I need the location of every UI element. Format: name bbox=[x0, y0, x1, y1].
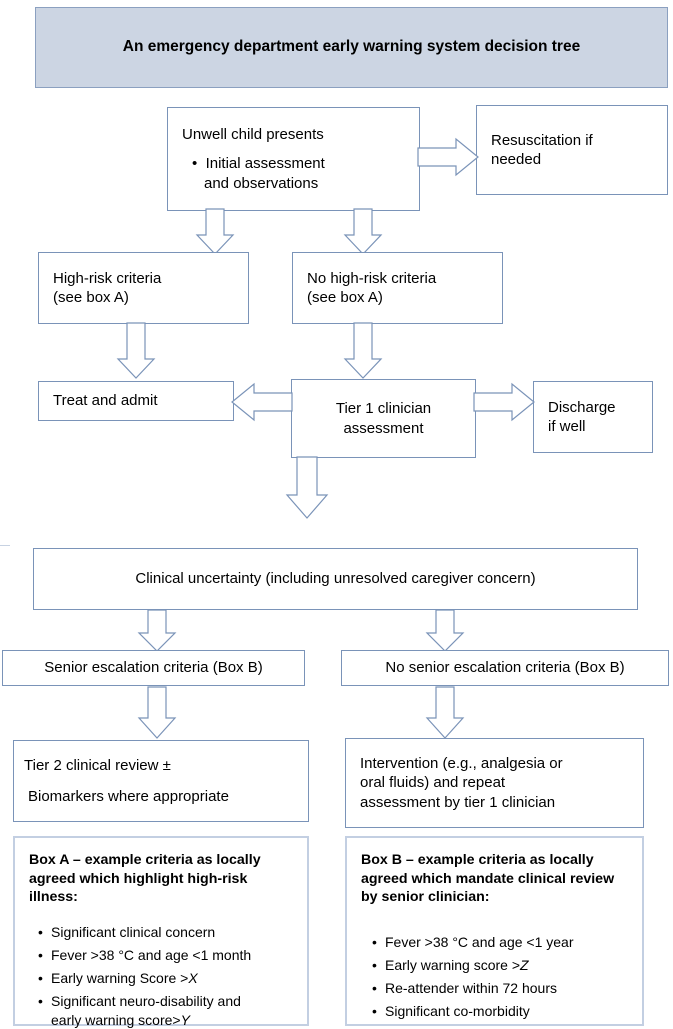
discharge-text: Discharge if well bbox=[548, 398, 616, 436]
tier2-line2: Biomarkers where appropriate bbox=[28, 788, 229, 805]
box-a-list: Significant clinical concern Fever >38 °… bbox=[29, 923, 293, 1029]
node-no-senior-escalation-criteria: No senior escalation criteria (Box B) bbox=[341, 650, 669, 686]
node-intervention: Intervention (e.g., analgesia or oral fl… bbox=[345, 738, 644, 828]
node-senior-escalation-criteria: Senior escalation criteria (Box B) bbox=[2, 650, 305, 686]
unwell-child-bullet: Initial assessment and observations bbox=[182, 154, 407, 193]
box-a-item-1: Fever >38 °C and age <1 month bbox=[38, 946, 293, 965]
connector-tier1-to-clinical-uncertainty bbox=[285, 456, 329, 519]
connector-high-risk-to-treat-admit bbox=[116, 322, 156, 379]
box-b-item-1: Early warning score >Z bbox=[372, 956, 628, 975]
box-a-item-0: Significant clinical concern bbox=[38, 923, 293, 942]
box-b-item-3: Significant co-morbidity bbox=[372, 1002, 628, 1021]
tier1-text: Tier 1 clinician assessment bbox=[335, 400, 432, 437]
connector-no-high-risk-to-tier1 bbox=[343, 322, 383, 379]
box-b-item-0: Fever >38 °C and age <1 year bbox=[372, 933, 628, 952]
node-resuscitation-if-needed: Resuscitation if needed bbox=[476, 105, 668, 195]
info-box-a: Box A – example criteria as locally agre… bbox=[13, 836, 309, 1029]
node-tier1-clinician-assessment: Tier 1 clinician assessment bbox=[291, 379, 476, 458]
connector-unwell-to-resuscitation bbox=[417, 137, 480, 177]
edge-fragment-left bbox=[0, 545, 10, 546]
box-a-heading: Box A – example criteria as locally agre… bbox=[29, 852, 261, 906]
connector-tier1-to-discharge bbox=[473, 382, 536, 422]
no-high-risk-text: No high-risk criteria (see box A) bbox=[307, 269, 437, 307]
treat-admit-text: Treat and admit bbox=[53, 392, 158, 410]
box-b-heading: Box B – example criteria as locally agre… bbox=[361, 852, 615, 906]
connector-no-senior-escalation-to-intervention bbox=[425, 686, 465, 739]
node-high-risk-criteria: High-risk criteria (see box A) bbox=[38, 252, 249, 324]
connector-uncertainty-to-no-senior-escalation bbox=[425, 609, 465, 652]
resuscitation-text: Resuscitation if needed bbox=[491, 131, 593, 169]
intervention-text: Intervention (e.g., analgesia or oral fl… bbox=[360, 754, 563, 811]
no-senior-escalation-text: No senior escalation criteria (Box B) bbox=[385, 659, 625, 677]
diagram-title-banner: An emergency department early warning sy… bbox=[35, 7, 668, 88]
node-clinical-uncertainty: Clinical uncertainty (including unresolv… bbox=[33, 548, 638, 610]
node-tier2-clinical-review: Tier 2 clinical review ± Biomarkers wher… bbox=[13, 740, 309, 822]
unwell-child-heading: Unwell child presents bbox=[182, 125, 324, 143]
info-box-b: Box B – example criteria as locally agre… bbox=[345, 836, 644, 1026]
connector-tier1-to-treat-admit bbox=[231, 382, 293, 422]
senior-escalation-text: Senior escalation criteria (Box B) bbox=[44, 659, 263, 677]
box-a-item-2: Early warning Score >X bbox=[38, 969, 293, 988]
high-risk-text: High-risk criteria (see box A) bbox=[53, 269, 162, 307]
node-no-high-risk-criteria: No high-risk criteria (see box A) bbox=[292, 252, 503, 324]
connector-unwell-to-high-risk bbox=[195, 208, 235, 255]
node-treat-and-admit: Treat and admit bbox=[38, 381, 234, 421]
diagram-title-text: An emergency department early warning sy… bbox=[122, 38, 581, 56]
connector-unwell-to-no-high-risk bbox=[343, 208, 383, 255]
connector-uncertainty-to-senior-escalation bbox=[137, 609, 177, 652]
connector-senior-escalation-to-tier2 bbox=[137, 686, 177, 739]
box-b-list: Fever >38 °C and age <1 year Early warni… bbox=[361, 933, 628, 1021]
box-b-item-2: Re-attender within 72 hours bbox=[372, 979, 628, 998]
box-a-item-3: Significant neuro-disability and early w… bbox=[38, 992, 293, 1029]
tier2-line1: Tier 2 clinical review ± bbox=[24, 756, 171, 774]
node-unwell-child-presents: Unwell child presents Initial assessment… bbox=[167, 107, 420, 211]
node-discharge-if-well: Discharge if well bbox=[533, 381, 653, 453]
clinical-uncertainty-text: Clinical uncertainty (including unresolv… bbox=[135, 570, 536, 588]
